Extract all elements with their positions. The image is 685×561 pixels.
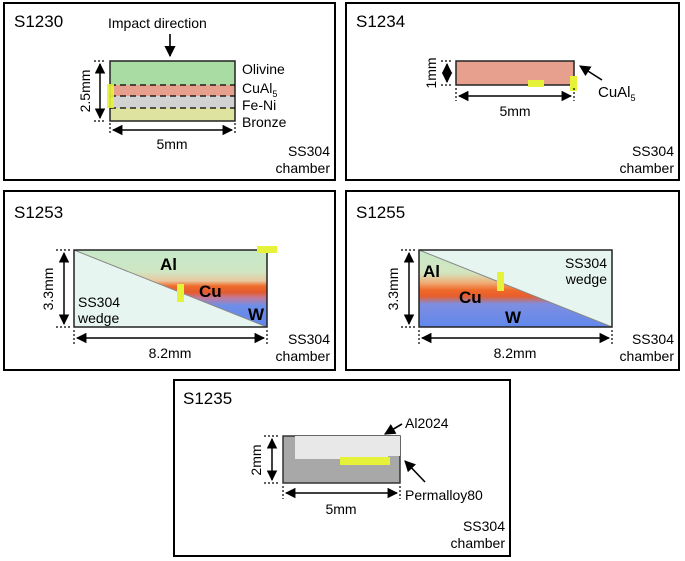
sample-cual5 bbox=[455, 60, 575, 86]
analysis-highlight bbox=[340, 457, 390, 465]
chamber-label: SS304 bbox=[288, 331, 330, 347]
dim-height-label: 2.5mm bbox=[77, 70, 93, 113]
panel-title: S1234 bbox=[356, 12, 405, 31]
analysis-highlight bbox=[497, 272, 504, 291]
dim-width-label: 5mm bbox=[499, 103, 530, 119]
panel-s1235: S1235 Al2024 Permalloy80 2mm 5mm SS304 c… bbox=[173, 379, 511, 557]
label-cu: Cu bbox=[199, 282, 222, 301]
dim-height-label: 3.3mm bbox=[385, 268, 401, 311]
pointer-arrow bbox=[404, 460, 426, 483]
wedge-label: wedge bbox=[565, 271, 607, 287]
dim-height-label: 1mm bbox=[423, 57, 439, 88]
label-w: W bbox=[248, 305, 265, 324]
analysis-highlight bbox=[107, 84, 114, 108]
label-cu: Cu bbox=[459, 288, 482, 307]
panel-title: S1230 bbox=[14, 12, 63, 31]
chamber-label: chamber bbox=[620, 348, 675, 364]
chamber-label: SS304 bbox=[288, 143, 330, 159]
chamber-label: chamber bbox=[276, 160, 331, 176]
wedge-label: wedge bbox=[77, 310, 119, 326]
layer-fe-ni bbox=[110, 96, 235, 108]
impact-direction-label: Impact direction bbox=[108, 15, 207, 31]
dim-height-label: 3.3mm bbox=[40, 268, 56, 311]
panel-s1234: S1234 1mm 5mm CuAl5 SS304 chamber bbox=[345, 2, 680, 181]
analysis-highlight bbox=[257, 246, 277, 253]
dim-width-label: 5mm bbox=[325, 501, 356, 517]
wedge-diagonal bbox=[418, 249, 613, 328]
chamber-label: SS304 bbox=[463, 518, 505, 534]
chamber-label: chamber bbox=[451, 535, 506, 551]
pointer-arrow bbox=[384, 423, 403, 435]
dim-height-label: 2mm bbox=[248, 444, 264, 475]
dim-width-label: 8.2mm bbox=[149, 345, 192, 361]
sample-outline bbox=[418, 249, 613, 328]
permalloy80-label: Permalloy80 bbox=[405, 487, 483, 503]
panel-s1255: S1255 Al Cu W SS304 wedge 3.3mm 8.2mm SS… bbox=[345, 190, 680, 371]
dim-width-label: 8.2mm bbox=[494, 345, 537, 361]
label-w: W bbox=[505, 308, 522, 327]
label-al: Al bbox=[160, 255, 177, 274]
wedge-label: SS304 bbox=[78, 294, 120, 310]
layer-olivine bbox=[110, 61, 235, 85]
analysis-highlight bbox=[177, 284, 184, 302]
layer-cual5 bbox=[110, 85, 235, 96]
chamber-label: SS304 bbox=[632, 143, 674, 159]
label-al: Al bbox=[423, 262, 440, 281]
pointer-arrow bbox=[579, 65, 603, 81]
chamber-label: chamber bbox=[276, 348, 331, 364]
panel-title: S1253 bbox=[14, 203, 63, 222]
layer-label-olivine: Olivine bbox=[242, 61, 285, 77]
layer-label-fe-ni: Fe-Ni bbox=[242, 97, 276, 113]
wedge-diagonal bbox=[73, 249, 268, 328]
sample-outline bbox=[73, 249, 268, 328]
cual5-label: CuAl5 bbox=[598, 84, 636, 103]
layer-bronze bbox=[110, 108, 235, 121]
layer-label-bronze: Bronze bbox=[242, 114, 287, 130]
chamber-label: chamber bbox=[620, 160, 675, 176]
panel-s1253: S1253 Al Cu W SS304 wedge 3.3mm 8.2mm SS… bbox=[3, 190, 336, 371]
chamber-label: SS304 bbox=[632, 331, 674, 347]
al2024-label: Al2024 bbox=[405, 415, 449, 431]
panel-title: S1255 bbox=[356, 203, 405, 222]
al2024-inner bbox=[295, 436, 388, 459]
wedge-label: SS304 bbox=[565, 255, 607, 271]
analysis-highlight bbox=[570, 76, 577, 91]
panel-title: S1235 bbox=[183, 389, 232, 408]
layer-label-cual5: CuAl5 bbox=[242, 80, 277, 99]
analysis-highlight bbox=[528, 80, 544, 87]
panel-s1230: S1230 Impact direction Olivine CuAl5 Fe-… bbox=[3, 2, 336, 181]
dim-width-label: 5mm bbox=[156, 136, 187, 152]
